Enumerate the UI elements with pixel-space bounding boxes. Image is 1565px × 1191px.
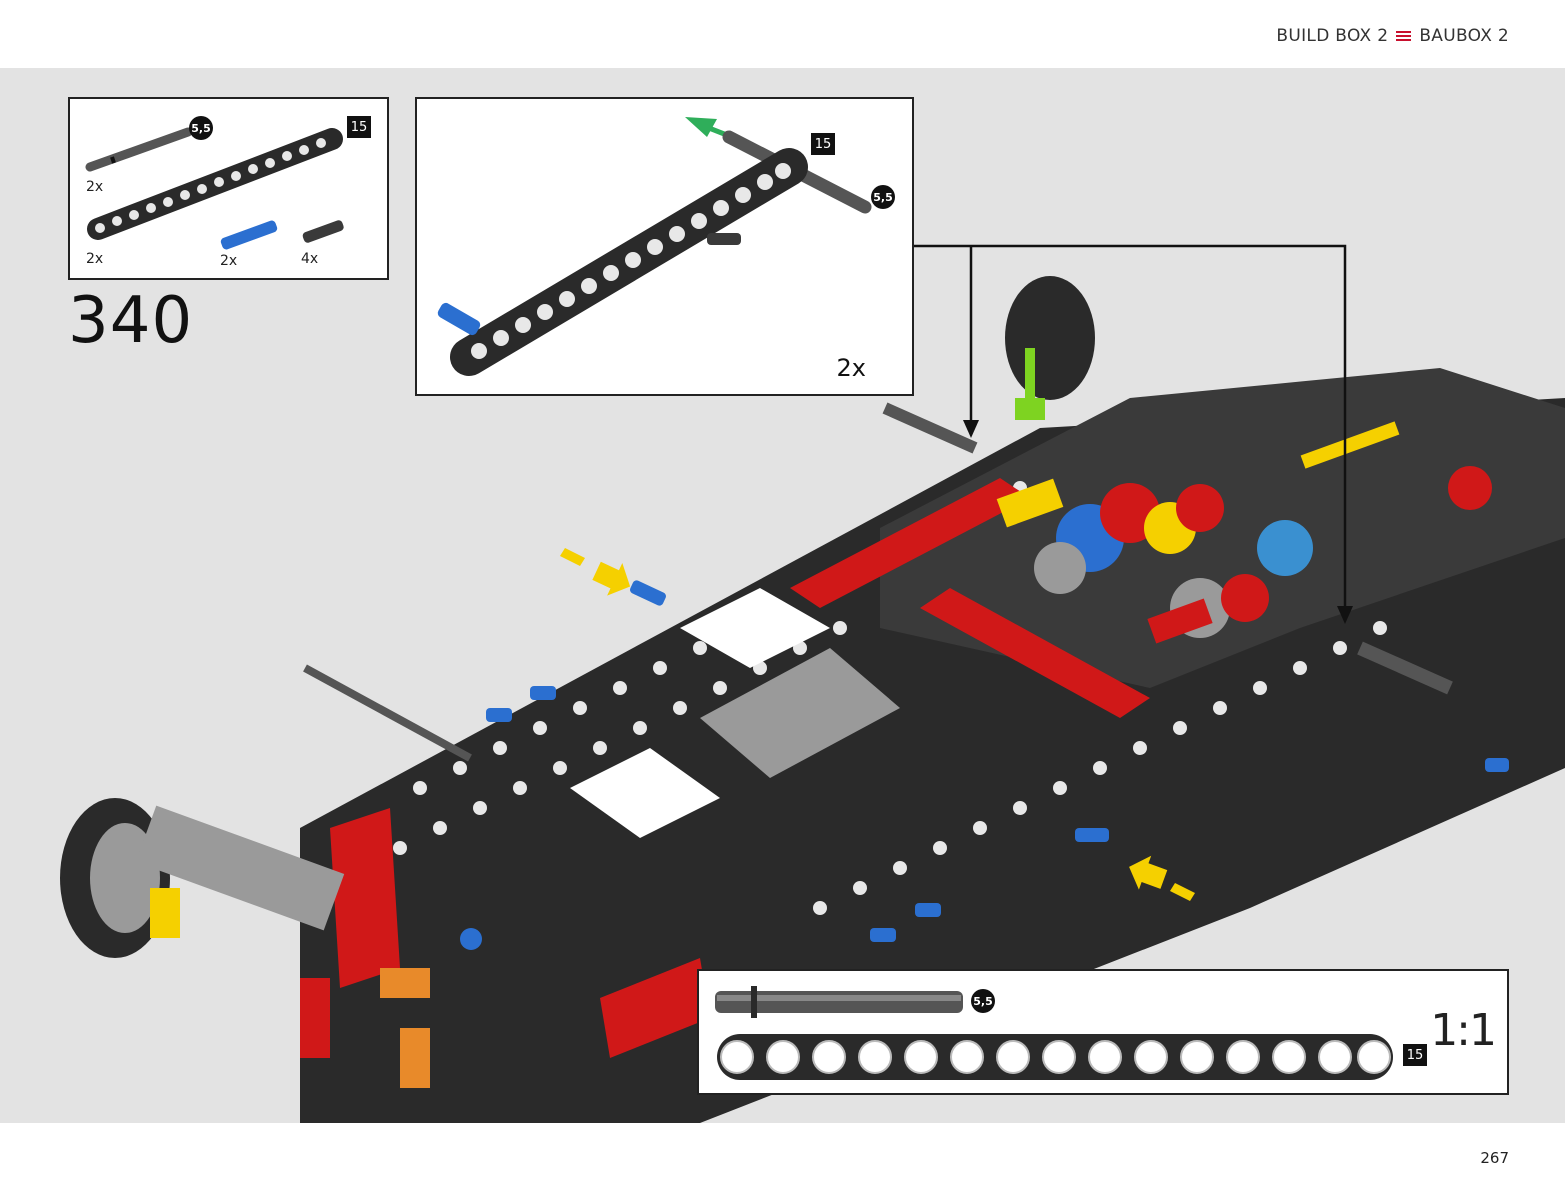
blue-axle-pin-icon xyxy=(220,220,278,250)
chassis-frame xyxy=(60,244,1565,1123)
blue-axle-pin-icon xyxy=(437,302,481,336)
sub-assembly-illustration xyxy=(437,117,872,376)
chassis-model-illustration xyxy=(60,244,1565,1123)
blue-pins xyxy=(460,580,1509,950)
step-number: 340 xyxy=(68,284,194,358)
instruction-stage: 5,5 15 2x 2x 2x 4x 340 15 5,5 2x xyxy=(0,68,1565,1123)
beam-quantity: 2x xyxy=(86,251,104,267)
beam-holes-row-3 xyxy=(813,621,1387,915)
beam-15-icon xyxy=(450,148,808,376)
black-friction-pin-icon xyxy=(707,233,741,245)
beam-length-badge: 15 xyxy=(811,133,835,155)
scale-parts-illustration xyxy=(715,986,1393,1080)
axle-length-badge: 5,5 xyxy=(189,116,213,140)
baubox-label: BAUBOX 2 xyxy=(1419,26,1509,46)
parts-illustration xyxy=(85,127,344,250)
black-pin-quantity: 4x xyxy=(301,251,319,267)
sub-step-quantity: 2x xyxy=(836,354,866,382)
axle-scale-icon xyxy=(715,986,963,1018)
axle-quantity: 2x xyxy=(86,179,104,195)
rear-brake-disc xyxy=(1005,276,1095,420)
blue-pin-quantity: 2x xyxy=(220,253,238,269)
beam-scale-icon xyxy=(717,1034,1393,1080)
page-footer: 267 xyxy=(0,1123,1565,1191)
page-number: 267 xyxy=(1480,1149,1509,1167)
beam-length-badge: 15 xyxy=(347,116,371,138)
callout-connector-lines xyxy=(910,244,1347,608)
scale-label: 1:1 xyxy=(1430,1005,1497,1056)
build-box-label: BUILD BOX 2 xyxy=(1276,26,1389,46)
separator-icon xyxy=(1396,30,1412,42)
beam-length-badge: 15 xyxy=(1403,1044,1427,1066)
black-friction-pin-icon xyxy=(302,220,344,243)
parts-list-panel: 5,5 15 2x 2x 2x 4x xyxy=(68,97,389,280)
yellow-install-arrows xyxy=(560,548,1195,901)
axle-with-stop-icon xyxy=(85,127,193,172)
front-brake-disc xyxy=(60,798,430,1088)
page-header: BUILD BOX 2 BAUBOX 2 xyxy=(0,0,1565,68)
beam-15-icon xyxy=(87,128,343,240)
axle-length-badge: 5,5 xyxy=(971,989,995,1013)
beam-holes-row-2 xyxy=(393,621,847,855)
arrow-down-icon xyxy=(1337,606,1353,624)
gearbox xyxy=(996,421,1492,644)
scale-reference-panel: 5,5 15 1:1 xyxy=(697,969,1509,1095)
build-box-title: BUILD BOX 2 BAUBOX 2 xyxy=(1276,26,1509,46)
axle-length-badge: 5,5 xyxy=(871,185,895,209)
arrow-down-icon xyxy=(963,420,979,438)
sub-step-callout: 15 5,5 2x xyxy=(415,97,914,396)
